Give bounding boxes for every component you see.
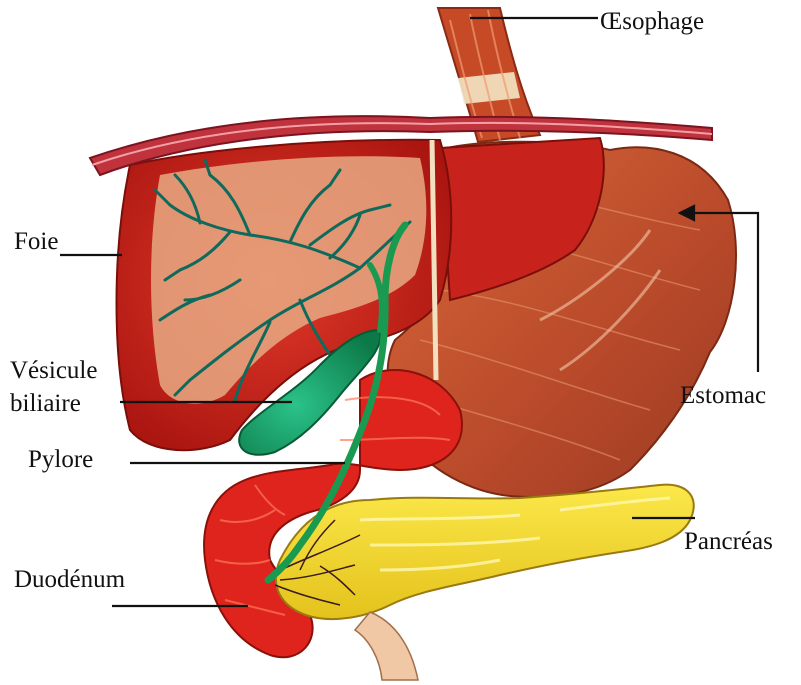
label-estomac: Estomac bbox=[680, 382, 766, 410]
label-vesicule-line1: Vésicule bbox=[10, 357, 97, 385]
jejunum-stub bbox=[355, 612, 418, 680]
label-pancreas: Pancréas bbox=[684, 528, 773, 556]
label-foie: Foie bbox=[14, 228, 58, 256]
label-duodenum: Duodénum bbox=[14, 566, 125, 594]
pancreas bbox=[276, 485, 694, 619]
label-vesicule-line2: biliaire bbox=[10, 390, 81, 418]
label-pylore: Pylore bbox=[28, 446, 93, 474]
label-oesophage: Œsophage bbox=[600, 8, 704, 36]
